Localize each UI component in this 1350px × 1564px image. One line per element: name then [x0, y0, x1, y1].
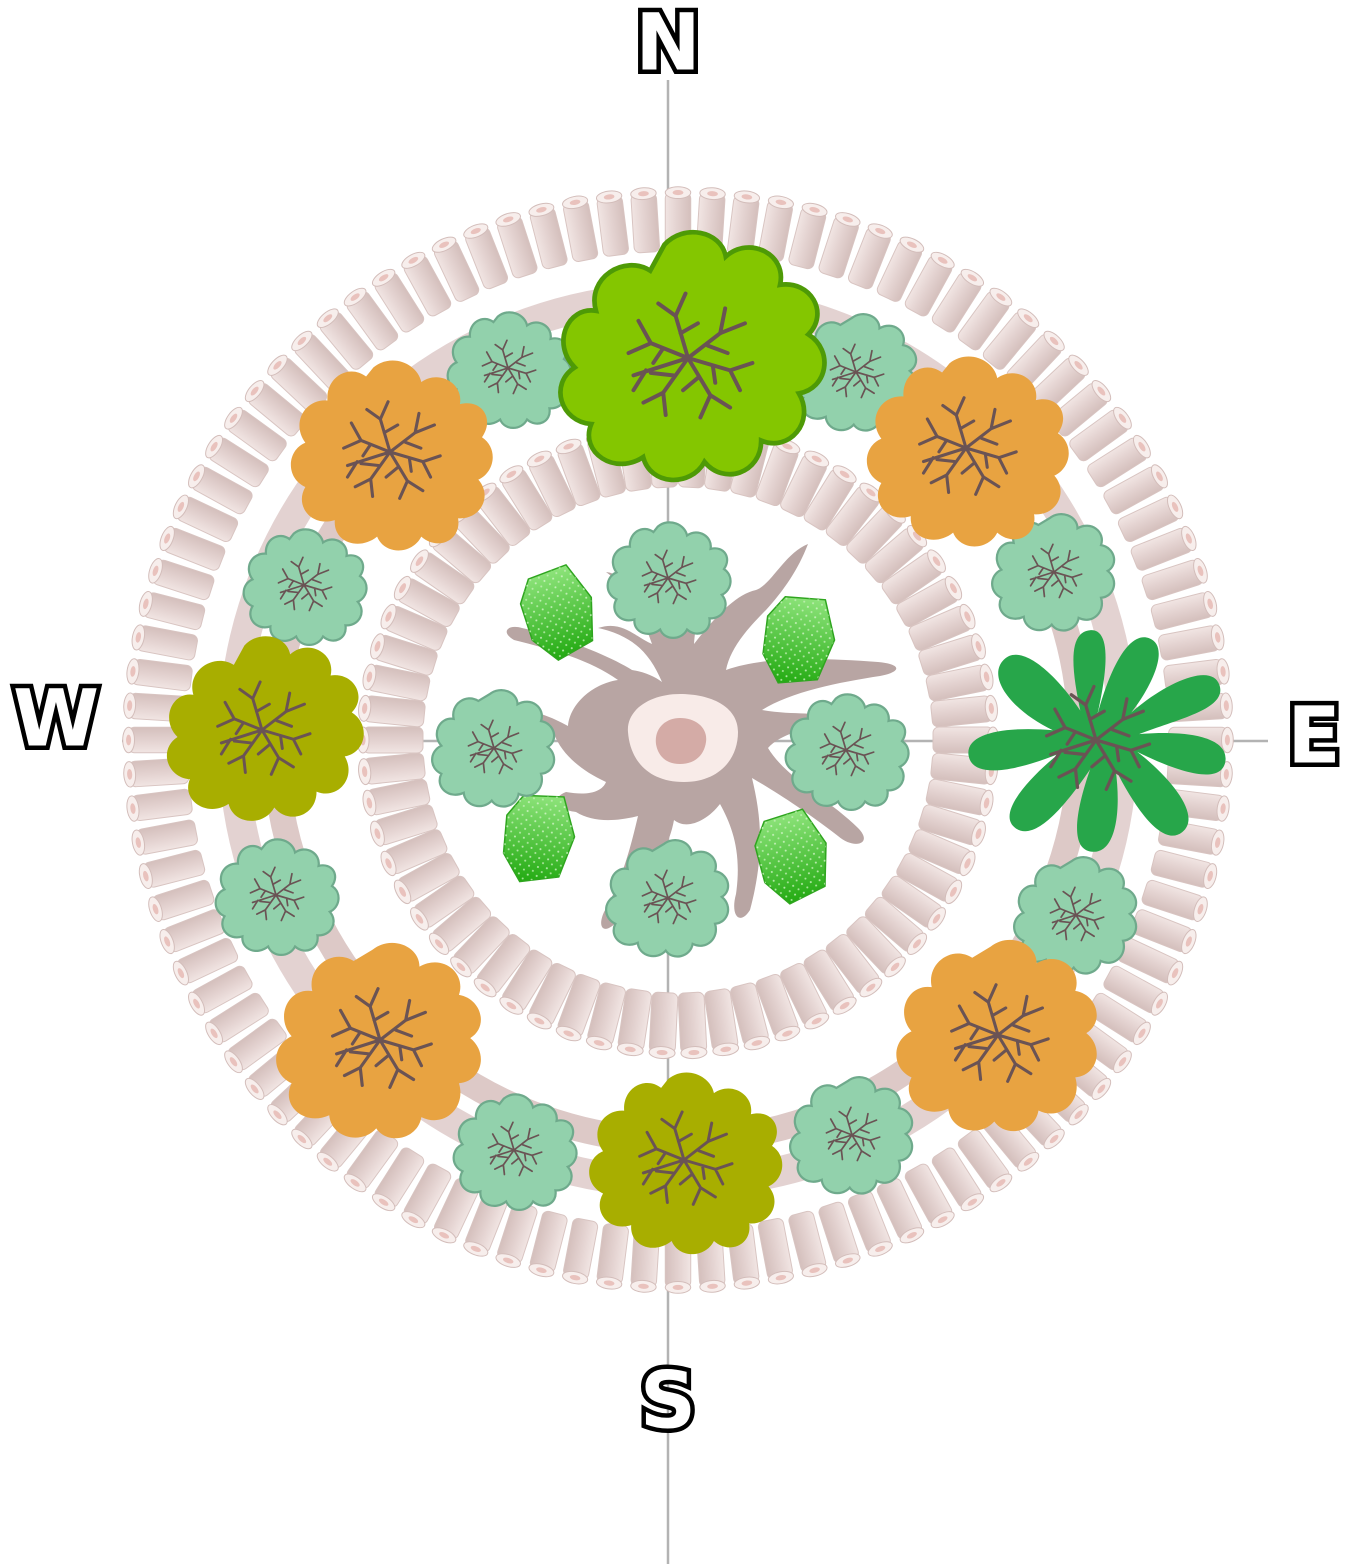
- tree-north-large-tree-icon: [560, 232, 824, 480]
- small-tree-icon: [608, 522, 731, 638]
- south-label: S: [640, 1356, 696, 1446]
- inner-log: [678, 992, 707, 1059]
- outer-log: [596, 1223, 629, 1290]
- small-tree-icon: [606, 840, 728, 956]
- small-tree-icon: [790, 1077, 912, 1193]
- outer-log: [130, 819, 198, 856]
- outer-log: [130, 624, 198, 661]
- outer-log: [561, 1218, 598, 1286]
- outer-log: [757, 1218, 794, 1286]
- small-tree-icon: [432, 690, 554, 806]
- outer-log: [596, 190, 629, 257]
- north-label: N: [635, 0, 700, 88]
- east-label: E: [1287, 691, 1340, 781]
- inner-log: [357, 727, 423, 753]
- outer-log: [630, 187, 659, 253]
- outer-log: [126, 789, 193, 822]
- tree-west-large-tree-icon: [167, 636, 364, 821]
- outer-log: [1158, 624, 1226, 661]
- outer-log: [126, 658, 193, 691]
- west-label: W: [13, 674, 99, 764]
- tree-southeast-large-tree-icon: [896, 940, 1096, 1131]
- small-tree-icon: [786, 694, 909, 810]
- outer-log: [561, 194, 598, 262]
- inner-log: [649, 992, 678, 1059]
